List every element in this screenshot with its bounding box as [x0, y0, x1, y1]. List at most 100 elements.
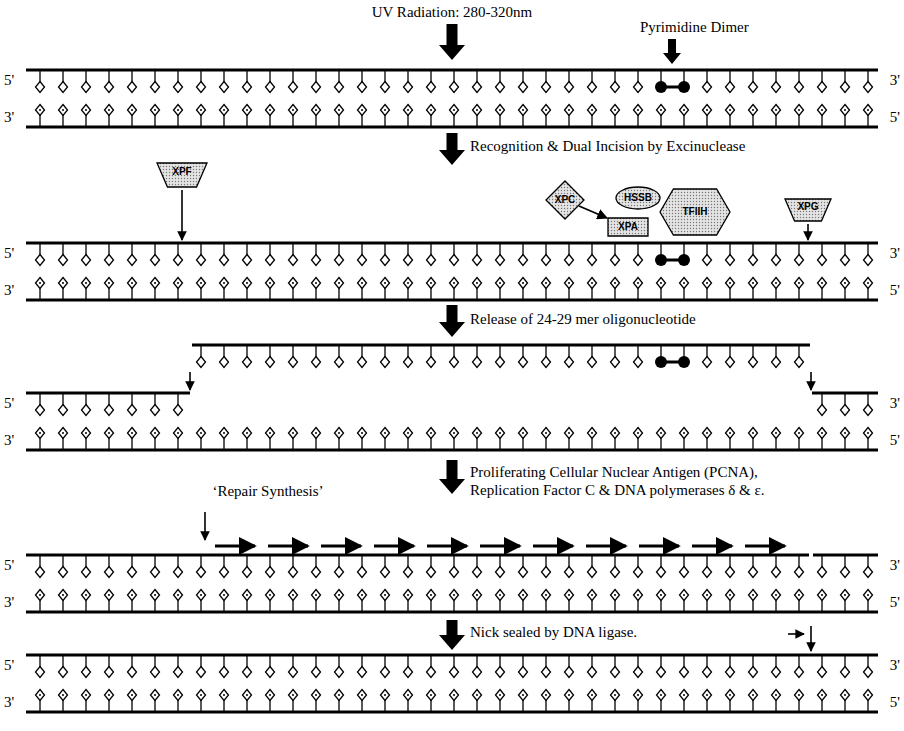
nucleotide-stem	[844, 243, 845, 255]
nucleotide-base	[128, 105, 137, 116]
nucleotide-base	[749, 278, 758, 289]
dna-group	[26, 24, 878, 712]
nucleotide-stem	[338, 243, 339, 255]
nucleotide-base	[864, 105, 873, 116]
nucleotide-stem	[384, 600, 385, 612]
nucleotide-stem	[315, 243, 316, 255]
dimer-pointer	[663, 39, 681, 64]
synthesis-direction-arrow	[427, 545, 467, 548]
nucleotide-stem	[706, 438, 707, 450]
nucleotide-stem	[292, 600, 293, 612]
nucleotide-knob	[637, 694, 639, 696]
nucleotide-knob	[246, 282, 248, 284]
ligase-arrow	[788, 633, 804, 635]
nucleotide-stem	[522, 70, 523, 82]
nucleotide-base	[197, 278, 206, 289]
nucleotide-knob	[200, 594, 202, 596]
nucleotide-knob	[867, 109, 869, 111]
nucleotide-base	[243, 105, 252, 116]
nucleotide-knob	[384, 282, 386, 284]
nucleotide-knob	[752, 432, 754, 434]
sugar-phosphate-backbone	[192, 344, 810, 347]
nucleotide-stem	[844, 288, 845, 300]
nucleotide-stem	[154, 288, 155, 300]
nucleotide-base	[105, 405, 114, 416]
nucleotide-knob	[315, 282, 317, 284]
nucleotide-stem	[660, 288, 661, 300]
strand-end-label: 3'	[4, 431, 14, 449]
nucleotide-knob	[292, 594, 294, 596]
nucleotide-stem	[568, 70, 569, 82]
nucleotide-base	[358, 567, 367, 578]
nucleotide-knob	[614, 109, 616, 111]
nucleotide-stem	[706, 243, 707, 255]
nucleotide-base	[496, 255, 505, 266]
nucleotide-stem	[706, 288, 707, 300]
nucleotide-stem	[269, 555, 270, 567]
nucleotide-knob	[637, 282, 639, 284]
nucleotide-base	[312, 428, 321, 439]
nucleotide-knob	[637, 594, 639, 596]
nucleotide-stem	[200, 555, 201, 567]
nucleotide-knob	[729, 282, 731, 284]
nucleotide-base	[841, 590, 850, 601]
nucleotide-stem	[821, 288, 822, 300]
nucleotide-base	[312, 357, 321, 368]
nucleotide-base	[174, 105, 183, 116]
step-arrow	[439, 620, 465, 650]
nucleotide-knob	[476, 282, 478, 284]
nucleotide-base	[496, 428, 505, 439]
nucleotide-stem	[223, 555, 224, 567]
nucleotide-base	[611, 590, 620, 601]
nucleotide-base	[266, 255, 275, 266]
sugar-phosphate-backbone	[26, 69, 878, 72]
nucleotide-knob	[315, 594, 317, 596]
nucleotide-base	[404, 667, 413, 678]
nucleotide-stem	[246, 115, 247, 127]
nucleotide-knob	[545, 282, 547, 284]
nucleotide-stem	[200, 115, 201, 127]
nucleotide-base	[59, 590, 68, 601]
nucleotide-base	[381, 357, 390, 368]
nucleotide-base	[473, 357, 482, 368]
protein-shape	[546, 181, 584, 219]
nucleotide-knob	[798, 694, 800, 696]
synthesis-label: ‘Repair Synthesis’	[212, 482, 323, 500]
nucleotide-base	[427, 590, 436, 601]
nucleotide-base	[220, 590, 229, 601]
nucleotide-stem	[338, 70, 339, 82]
nucleotide-knob	[62, 594, 64, 596]
nucleotide-knob	[384, 432, 386, 434]
nucleotide-base	[312, 82, 321, 93]
nucleotide-base	[818, 690, 827, 701]
nucleotide-base	[82, 405, 91, 416]
nucleotide-base	[818, 428, 827, 439]
nucleotide-knob	[407, 282, 409, 284]
nucleotide-base	[542, 590, 551, 601]
nucleotide-stem	[269, 115, 270, 127]
nucleotide-base	[657, 590, 666, 601]
nucleotide-base	[634, 357, 643, 368]
sugar-phosphate-backbone	[26, 449, 878, 452]
nucleotide-knob	[522, 282, 524, 284]
nucleotide-base	[335, 590, 344, 601]
nucleotide-base	[312, 255, 321, 266]
nucleotide-base	[243, 567, 252, 578]
nucleotide-stem	[453, 700, 454, 712]
nucleotide-stem	[706, 345, 707, 357]
nucleotide-base	[634, 690, 643, 701]
nucleotide-base	[519, 667, 528, 678]
nucleotide-stem	[292, 655, 293, 667]
nucleotide-base	[36, 255, 45, 266]
nucleotide-stem	[338, 288, 339, 300]
nucleotide-stem	[384, 438, 385, 450]
nucleotide-knob	[775, 694, 777, 696]
nucleotide-stem	[729, 115, 730, 127]
nucleotide-base	[266, 590, 275, 601]
nucleotide-stem	[752, 115, 753, 127]
nucleotide-stem	[453, 288, 454, 300]
nucleotide-stem	[430, 655, 431, 667]
sugar-phosphate-backbone	[26, 242, 878, 245]
nucleotide-stem	[315, 345, 316, 357]
nucleotide-stem	[752, 438, 753, 450]
